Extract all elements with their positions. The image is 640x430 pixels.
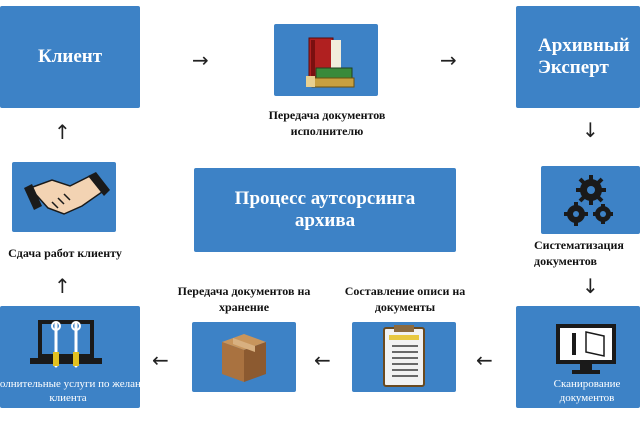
archive-expert-label: Архивный Эксперт bbox=[538, 35, 630, 78]
arrow-left-1: ← bbox=[476, 348, 493, 372]
scanning-label: Сканирование документов bbox=[553, 378, 621, 404]
books-icon bbox=[306, 37, 355, 88]
arrow-down-1: ↓ bbox=[582, 118, 599, 142]
systematization-label: Систематизация документов bbox=[534, 238, 624, 268]
arrow-left-3: ← bbox=[152, 348, 169, 372]
client-box: Клиент bbox=[0, 6, 140, 108]
inventory-tile bbox=[352, 322, 456, 392]
scanning-tile: Сканирование документов bbox=[516, 306, 640, 408]
arrow-up-2: ↑ bbox=[54, 120, 71, 144]
books-tile bbox=[274, 24, 378, 96]
tools-icon bbox=[30, 320, 102, 368]
arrow-down-2: ↓ bbox=[582, 274, 599, 298]
arrow-left-2: ← bbox=[314, 348, 331, 372]
transfer-to-executor-label: Передача документов исполнителю bbox=[268, 108, 386, 138]
client-label: Клиент bbox=[37, 46, 103, 68]
box-icon bbox=[222, 334, 266, 382]
center-box: Процесс аутсорсинга архива bbox=[194, 168, 456, 252]
handshake-tile bbox=[12, 162, 116, 232]
center-label: Процесс аутсорсинга архива bbox=[234, 188, 416, 231]
handover-label: Сдача работ клиенту bbox=[8, 246, 122, 260]
additional-services-tile: Дополнительные услуги по желанию клиента bbox=[0, 306, 155, 408]
arrow-right-1: → bbox=[192, 48, 209, 72]
handshake-icon bbox=[24, 172, 110, 215]
gears-icon bbox=[564, 175, 613, 226]
arrow-up-1: ↑ bbox=[54, 274, 71, 298]
inventory-label: Составление описи на документы bbox=[344, 284, 466, 314]
gears-tile bbox=[541, 166, 640, 234]
clipboard-icon bbox=[383, 325, 425, 387]
storage-tile bbox=[192, 322, 296, 392]
transfer-storage-label: Передача документов на хранение bbox=[177, 284, 311, 314]
additional-services-label: Дополнительные услуги по желанию клиента bbox=[0, 378, 155, 404]
monitor-document-icon bbox=[556, 324, 616, 374]
archive-expert-box: Архивный Эксперт bbox=[516, 6, 640, 108]
arrow-right-2: → bbox=[440, 48, 457, 72]
